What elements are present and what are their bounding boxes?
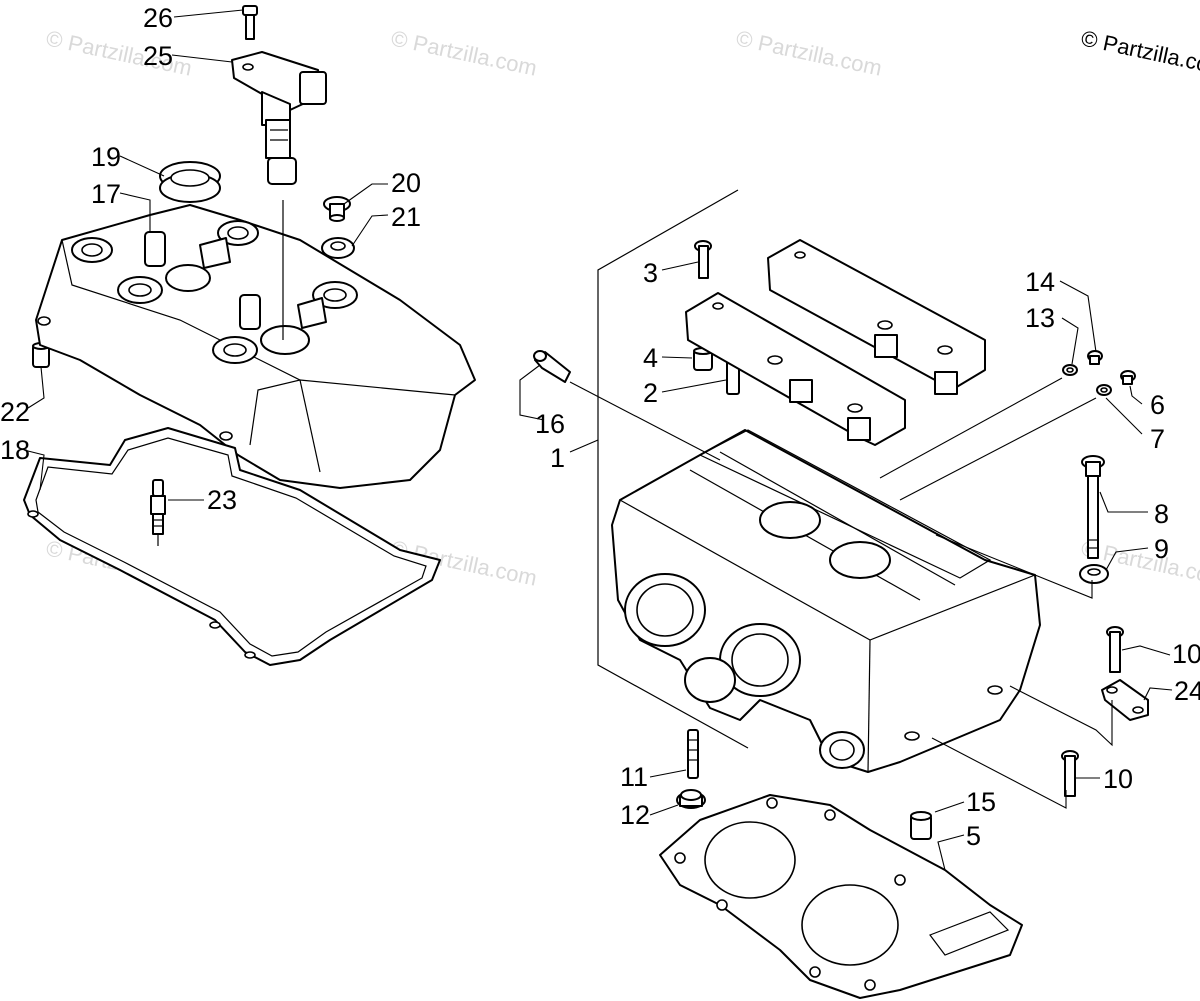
- leader-lines: [23, 9, 1173, 871]
- cylinder-head-1[interactable]: [611, 429, 1041, 773]
- bolt-10-upper[interactable]: [1106, 626, 1124, 673]
- washer-7[interactable]: [1096, 384, 1112, 396]
- callout-22: 22: [0, 397, 30, 427]
- washer-21[interactable]: [321, 237, 355, 259]
- spark-plug-23[interactable]: [150, 479, 166, 546]
- callout-5: 5: [966, 821, 981, 851]
- callout-19: 19: [91, 142, 121, 172]
- camshaft-cap-upper[interactable]: [767, 239, 986, 395]
- assembly-bracket-1: [597, 189, 749, 749]
- callout-10-lower: 10: [1103, 764, 1133, 794]
- bracket-24[interactable]: [1101, 679, 1149, 721]
- callout-3: 3: [643, 258, 658, 288]
- watermark-2: © Partzilla.com: [389, 25, 539, 80]
- callout-7: 7: [1150, 424, 1165, 454]
- callout-4: 4: [643, 343, 658, 373]
- copyright-notice: © Partzilla.com: [1079, 25, 1200, 80]
- callout-14: 14: [1025, 267, 1055, 297]
- callout-12: 12: [620, 800, 650, 830]
- callout-18: 18: [0, 435, 30, 465]
- bolt-6[interactable]: [1120, 370, 1136, 385]
- bolt-3[interactable]: [694, 240, 712, 279]
- callout-11: 11: [620, 762, 648, 792]
- bolt-8[interactable]: [1081, 455, 1105, 559]
- callout-8: 8: [1154, 499, 1169, 529]
- callout-24: 24: [1174, 676, 1200, 706]
- head-gasket-5[interactable]: [659, 794, 1023, 999]
- callout-26: 26: [143, 3, 173, 33]
- bolt-26[interactable]: [242, 5, 258, 40]
- watermark-3: © Partzilla.com: [734, 25, 884, 80]
- callout-23: 23: [207, 485, 237, 515]
- callout-9: 9: [1154, 534, 1169, 564]
- washer-9[interactable]: [1079, 564, 1109, 584]
- fitting-16[interactable]: [533, 350, 571, 383]
- gasket-18[interactable]: [23, 427, 441, 666]
- callout-21: 21: [391, 202, 421, 232]
- callout-13: 13: [1025, 303, 1055, 333]
- washer-13[interactable]: [1062, 364, 1078, 376]
- callout-20: 20: [391, 168, 421, 198]
- callout-17: 17: [91, 179, 121, 209]
- callout-10-upper: 10: [1172, 639, 1200, 669]
- callout-6: 6: [1150, 390, 1165, 420]
- ignition-coil-25[interactable]: [231, 51, 327, 185]
- stud-11[interactable]: [687, 729, 699, 779]
- callout-labels: 26 25 19 17 20 21 22 18 23 3 4 2 16 1 14…: [0, 3, 1200, 851]
- camshaft-cap-lower[interactable]: [685, 292, 906, 446]
- callout-25: 25: [143, 41, 173, 71]
- valve-cover-17[interactable]: [35, 204, 476, 489]
- callout-16: 16: [535, 409, 565, 439]
- oil-seal-19[interactable]: [159, 161, 221, 203]
- bolt-20[interactable]: [323, 196, 351, 222]
- callout-15: 15: [966, 787, 996, 817]
- dowel-15[interactable]: [910, 811, 932, 840]
- bolt-10-lower[interactable]: [1061, 750, 1079, 797]
- callout-1: 1: [550, 443, 565, 473]
- plug-12[interactable]: [676, 789, 706, 809]
- bolt-14[interactable]: [1087, 350, 1103, 365]
- callout-2: 2: [643, 378, 658, 408]
